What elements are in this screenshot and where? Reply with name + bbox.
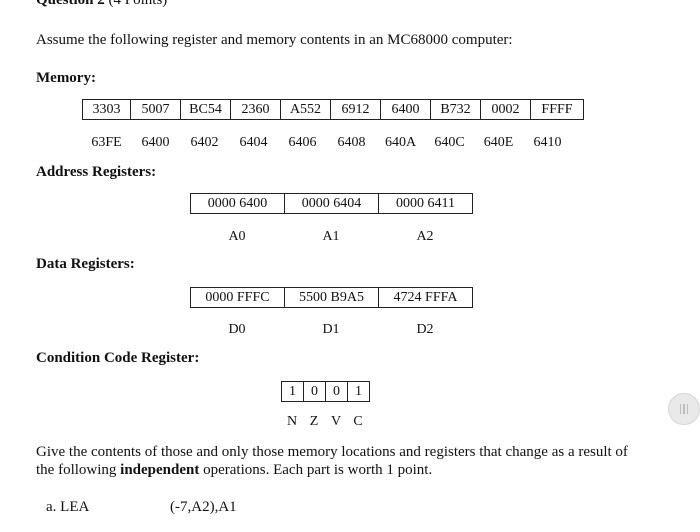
memory-cell: A552 xyxy=(280,100,330,119)
scroll-handle-icon[interactable] xyxy=(668,393,700,425)
memory-address: 63FE xyxy=(91,135,122,150)
question-points: (4 Points) xyxy=(108,0,168,8)
instructions-after: operations. Each part is worth 1 point. xyxy=(199,462,433,478)
memory-cell: 0002 xyxy=(480,100,530,119)
memory-address: 6402 xyxy=(190,135,219,150)
ccr-label-v: V xyxy=(330,414,342,429)
memory-cell: B732 xyxy=(430,100,480,119)
memory-address: 6408 xyxy=(337,135,366,150)
part-a-label: a. LEA xyxy=(46,499,90,515)
ccr-heading: Condition Code Register: xyxy=(36,350,200,366)
address-register-labels: A0 A1 A2 xyxy=(190,229,472,245)
memory-cell: BC54 xyxy=(180,100,230,119)
register-value-a2: 0000 6411 xyxy=(378,194,472,213)
ccr-labels: N Z V C xyxy=(281,414,369,430)
register-label-d2: D2 xyxy=(416,322,434,337)
memory-table: 3303 5007 BC54 2360 A552 6912 6400 B732 … xyxy=(82,99,584,120)
register-value-d0: 0000 FFFC xyxy=(205,290,270,305)
memory-address: 640C xyxy=(434,135,465,150)
ccr-bit-z: 0 xyxy=(303,382,325,401)
memory-cell: 2360 xyxy=(230,100,280,119)
instructions-emphasis: independent xyxy=(120,462,200,478)
register-value-d2: 4724 FFFA xyxy=(378,288,472,307)
memory-address: 640E xyxy=(483,135,514,150)
ccr-bit-v: 0 xyxy=(325,382,347,401)
part-a-operand: (-7,A2),A1 xyxy=(170,499,237,515)
register-value-d1: 5500 B9A5 xyxy=(284,288,378,307)
address-registers-heading: Address Registers: xyxy=(36,164,157,180)
memory-cell: FFFF xyxy=(530,100,583,119)
ccr-label-z: Z xyxy=(309,414,319,429)
memory-heading: Memory: xyxy=(36,70,96,86)
question-title: Question 2 (4 Points) xyxy=(36,0,167,9)
register-label-a2: A2 xyxy=(416,229,434,244)
memory-cell: 6400 xyxy=(380,100,430,119)
memory-address: 6406 xyxy=(288,135,317,150)
ccr-table: 1 0 0 1 xyxy=(281,381,370,402)
register-value-a1: 0000 6404 xyxy=(284,194,378,213)
register-label-a1: A1 xyxy=(322,229,340,244)
memory-address: 6404 xyxy=(239,135,268,150)
ccr-label-n: N xyxy=(286,414,298,429)
instructions-text: Give the contents of those and only thos… xyxy=(36,443,636,479)
ccr-bit-n: 1 xyxy=(289,384,296,399)
memory-cell: 3303 xyxy=(92,102,121,117)
memory-address: 640A xyxy=(384,135,417,150)
data-registers-table: 0000 FFFC 5500 B9A5 4724 FFFA xyxy=(190,287,473,308)
memory-cell: 6912 xyxy=(330,100,380,119)
data-registers-heading: Data Registers: xyxy=(36,256,135,272)
register-label-d1: D1 xyxy=(322,322,340,337)
intro-text: Assume the following register and memory… xyxy=(36,32,513,48)
register-value-a0: 0000 6400 xyxy=(207,196,268,211)
register-label-a0: A0 xyxy=(228,229,246,244)
address-registers-table: 0000 6400 0000 6404 0000 6411 xyxy=(190,193,473,214)
data-register-labels: D0 D1 D2 xyxy=(190,322,472,338)
ccr-label-c: C xyxy=(353,414,363,429)
register-label-d0: D0 xyxy=(228,322,246,337)
instructions-before: Give the contents of those and only thos… xyxy=(36,444,628,478)
question-number: Question 2 xyxy=(36,0,105,8)
memory-address: 6400 xyxy=(141,135,170,150)
memory-addresses: 63FE 6400 6402 6404 6406 6408 640A 640C … xyxy=(82,135,572,151)
memory-cell: 5007 xyxy=(130,100,180,119)
memory-address: 6410 xyxy=(533,135,562,150)
ccr-bit-c: 1 xyxy=(347,382,369,401)
